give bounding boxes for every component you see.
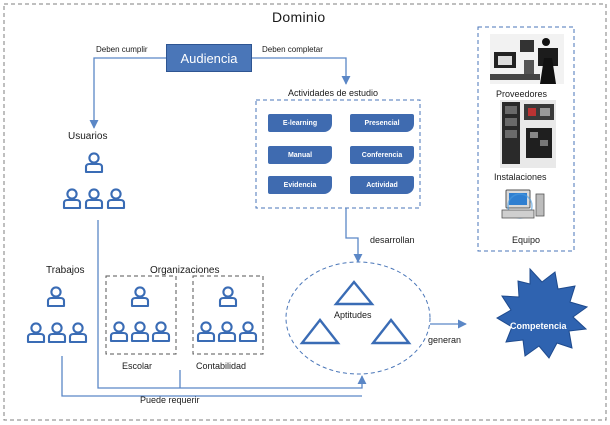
person-icon <box>68 322 88 344</box>
activity-chip: Conferencia <box>350 146 414 164</box>
edge-label-may-require: Puede requerir <box>140 395 200 405</box>
users-label: Usuarios <box>68 131 108 142</box>
activities-title: Actividades de estudio <box>288 88 379 98</box>
diagram-title: Dominio <box>272 9 326 25</box>
edge-label-develop: desarrollan <box>370 235 415 245</box>
person-icon <box>46 286 66 308</box>
aptitudes-label: Aptitudes <box>334 310 372 320</box>
school-label: Escolar <box>122 361 153 371</box>
person-icon <box>196 321 216 343</box>
person-icon <box>47 322 67 344</box>
accounting-label: Contabilidad <box>196 361 247 371</box>
person-icon <box>26 322 46 344</box>
accounting-frame <box>192 275 264 355</box>
school-frame <box>105 275 177 355</box>
facilities-label: Instalaciones <box>494 172 547 182</box>
person-icon <box>109 321 129 343</box>
accounting-icon-group <box>196 286 258 343</box>
person-icon <box>130 286 150 308</box>
edge-label-must-meet: Deben cumplir <box>96 45 148 54</box>
person-icon <box>62 188 82 210</box>
person-icon <box>218 286 238 308</box>
competence-label: Competencia <box>510 321 567 331</box>
jobs-icon-group <box>26 286 88 344</box>
activities-frame <box>255 99 421 209</box>
person-icon <box>84 152 104 174</box>
aptitude-triangle-icon <box>333 280 375 306</box>
edge-label-generate: generan <box>428 335 462 345</box>
providers-photo <box>490 34 564 84</box>
activity-chip: Manual <box>268 146 332 164</box>
equipment-label: Equipo <box>512 235 541 245</box>
person-icon <box>84 188 104 210</box>
domain-frame <box>3 3 607 421</box>
person-icon <box>151 321 171 343</box>
edge-label-must-complete: Deben completar <box>262 45 323 54</box>
activity-chip: Presencial <box>350 114 414 132</box>
organizations-label: Organizaciones <box>150 265 220 276</box>
person-icon <box>130 321 150 343</box>
school-icon-group <box>109 286 171 343</box>
facilities-photo <box>500 100 556 168</box>
providers-label: Proveedores <box>496 89 548 99</box>
competence-star <box>496 267 589 359</box>
activity-chip: Evidencia <box>268 176 332 194</box>
computer-icon <box>501 189 545 219</box>
edge-must-complete <box>252 57 351 85</box>
edge-may-require <box>97 220 367 389</box>
activity-chip: Actividad <box>350 176 414 194</box>
edge-may-require-jobs <box>61 356 362 397</box>
activity-chip: E-learning <box>268 114 332 132</box>
edge-must-meet <box>89 57 166 129</box>
jobs-label: Trabajos <box>46 265 85 276</box>
person-icon <box>238 321 258 343</box>
aptitude-triangle-icon <box>299 318 341 345</box>
aptitude-triangle-icon <box>370 318 412 345</box>
person-icon <box>106 188 126 210</box>
audience-node: Audiencia <box>166 44 252 72</box>
resources-frame <box>477 26 575 252</box>
person-icon <box>217 321 237 343</box>
users-icon-group <box>62 152 126 210</box>
edge-develop <box>345 208 363 263</box>
